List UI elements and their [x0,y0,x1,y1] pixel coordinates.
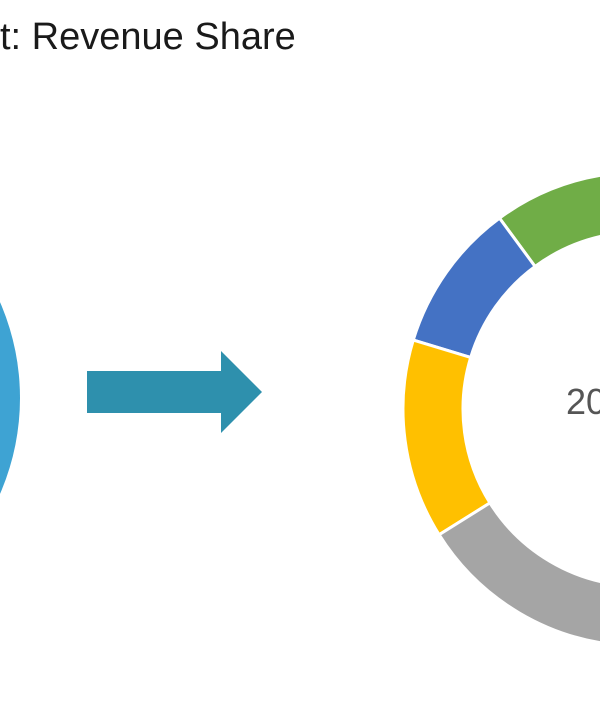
donut-chart [401,173,600,645]
left-circle [0,302,20,494]
donut-center-label: 20 [566,381,600,422]
slide-title: t: Revenue Share [0,16,296,58]
right-arrow-icon [87,351,262,433]
donut-slice-6 [401,338,493,537]
donut-slice-7 [437,500,600,645]
